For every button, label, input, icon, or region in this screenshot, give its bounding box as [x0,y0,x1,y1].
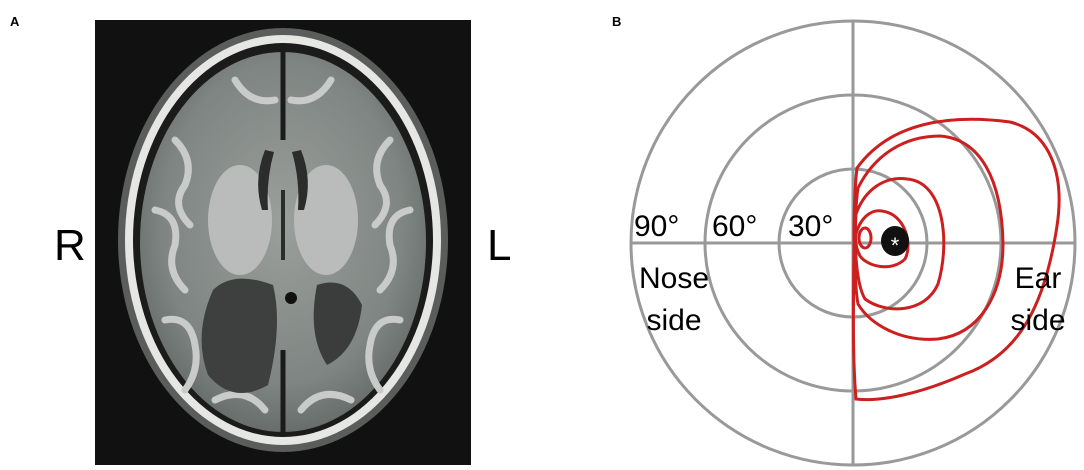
panel-label-a: A [10,14,20,29]
panel-label-b: B [612,14,622,29]
ear-side-label-line2: side [1010,304,1065,337]
left-basal-ganglia [208,165,272,275]
ring-label-90: 90° [634,210,679,243]
isopter-innermost [857,226,873,250]
nose-side-label-line1: Nose [639,262,709,295]
left-hemisphere-label: L [487,221,512,270]
nose-side-label-line2: side [646,304,701,337]
ring-label-60: 60° [712,210,757,243]
gyri-pattern [151,76,414,414]
ring-label-30: 30° [788,210,833,243]
visual-field-chart: * 90° 60° 30° Nose side Ear side [629,19,1077,467]
blind-spot [881,226,909,256]
isopter-outermost [851,117,1061,402]
frontal-horn-left [292,150,308,210]
isopter-large [853,134,1005,341]
right-hemisphere-label: R [54,221,86,270]
blind-spot-asterisk: * [891,233,900,258]
frontal-horn-right [258,150,274,210]
isopter-small [854,209,910,269]
ear-side-label-line1: Ear [1015,262,1062,295]
right-basal-ganglia [294,165,358,275]
axial-mri-image [95,20,471,465]
third-ventricle [281,190,285,260]
occipital-lesion [201,278,277,393]
isopter-medium [853,177,946,311]
quadrigeminal-cistern [285,292,297,304]
left-occipital-horn [313,282,362,365]
isopter-group [851,117,1061,402]
